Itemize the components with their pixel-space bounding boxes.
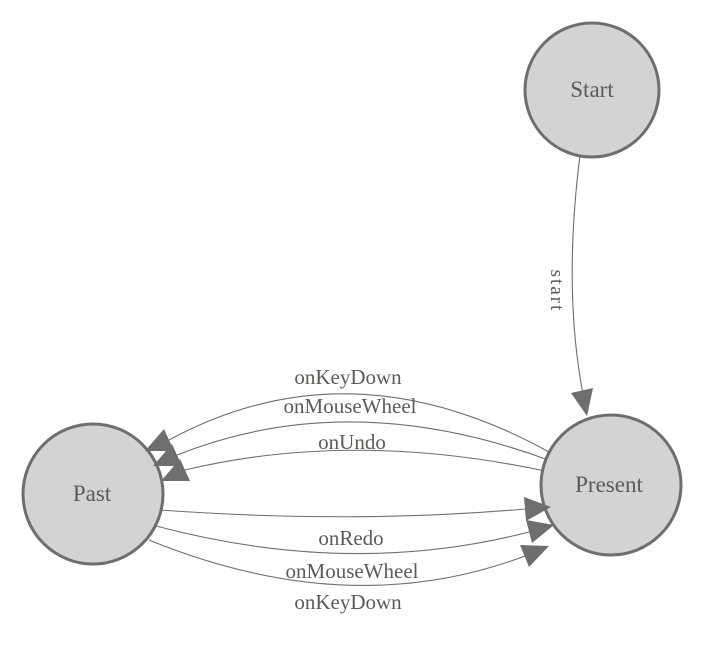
node-present-circle[interactable] [539,413,683,557]
edge-past-to-present-onkeydown [148,539,526,586]
edge-label-onundo: onUndo [318,430,386,454]
arrowhead-present-to-past-onkeydown [145,429,174,451]
arrowhead-past-to-present-onredo [524,497,551,521]
arrowhead-past-to-present-onmousewheel [526,520,554,543]
arrowhead-present-to-past-onundo [161,459,190,481]
edge-past-to-present-onmousewheel [155,525,530,555]
edge-past-to-present-onredo [159,508,526,518]
arrowhead-present-to-past-onmousewheel [153,444,182,466]
edge-label-onmousewheel-bottom: onMouseWheel [286,559,419,583]
edge-present-to-past-onkeydown [168,393,550,453]
edge-label-start: start [546,270,567,313]
edge-layer [148,154,584,586]
edge-label-onredo: onRedo [318,526,383,550]
arrowhead-layer [145,388,593,567]
edge-start-to-present [571,154,584,395]
edge-label-onkeydown-top: onKeyDown [294,365,402,389]
edge-present-to-past-onundo [184,449,546,472]
arrowhead-start-to-present [571,388,593,416]
node-start: Start [523,21,661,159]
node-past: Past [21,422,165,566]
edge-label-layer: start onKeyDown onMouseWheel onUndo onRe… [284,270,567,614]
arrowhead-past-to-present-onkeydown [520,545,549,567]
node-start-circle[interactable] [523,21,661,159]
node-start-label: Start [570,77,614,102]
edge-label-onmousewheel-top: onMouseWheel [284,394,417,418]
edge-label-onkeydown-bottom: onKeyDown [294,590,402,614]
node-past-circle[interactable] [21,422,165,566]
edge-present-to-past-onmousewheel [176,421,552,462]
node-present: Present [539,413,683,557]
node-past-label: Past [73,481,112,506]
node-present-label: Present [575,472,643,497]
